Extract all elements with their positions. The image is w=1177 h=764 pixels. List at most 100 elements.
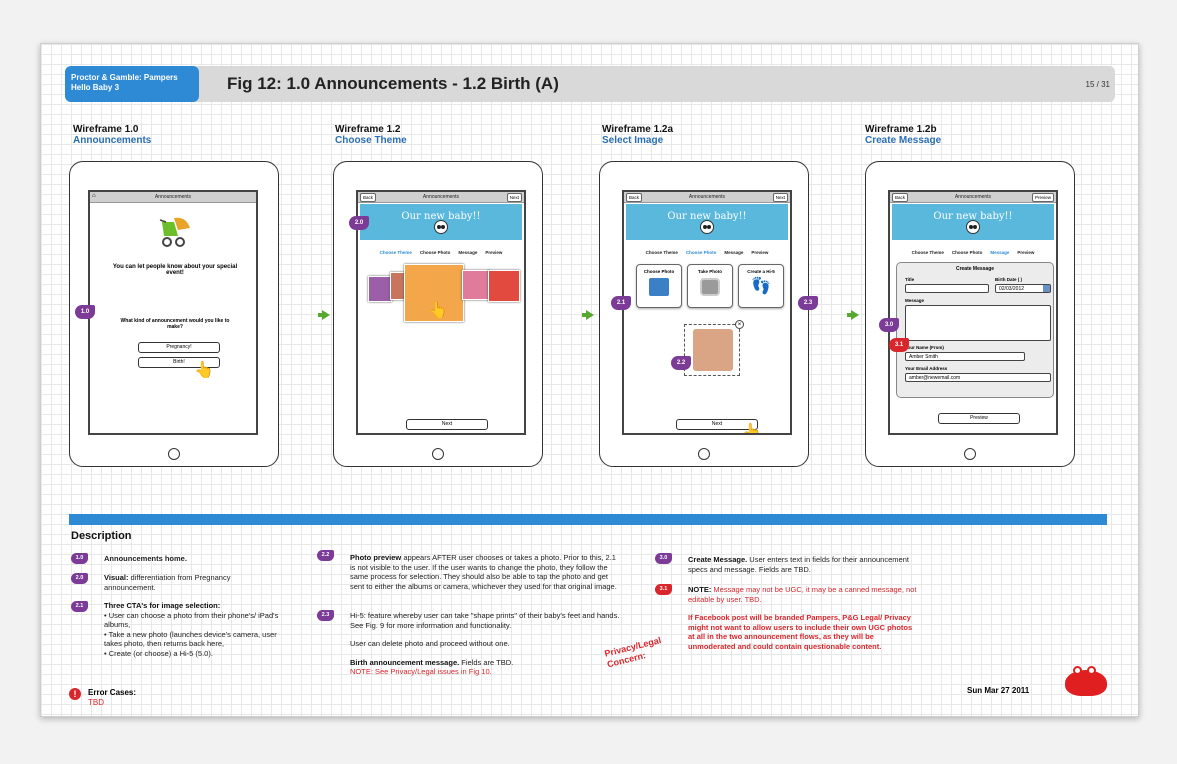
desc-callout-2-3: 2.3 [317,610,334,621]
home-button[interactable] [432,448,444,460]
desc-2-2: Photo preview appears AFTER user chooses… [350,553,620,591]
tab-choose-photo[interactable]: Choose Photo [952,250,983,255]
footprints-icon: 👣 [739,276,783,296]
name-label: Your Name (From) [905,345,944,350]
screen-announcements: Announcements ⌂ You can let people know … [88,190,258,435]
desc-3-0: Create Message. User enters text in fiel… [688,555,918,574]
message-label: Message [905,298,924,303]
birth-date-label: Birth Date ( ) [995,277,1022,282]
tab-message[interactable]: Message [990,250,1009,255]
back-button[interactable]: Back [626,193,642,202]
tab-preview[interactable]: Preview [485,250,502,255]
title-bar [65,66,1115,102]
callout-1-0: 1.0 [75,305,95,319]
tablet-wireframe-3: Announcements Back Next Our new baby!! C… [599,161,809,467]
close-icon[interactable]: × [735,320,744,329]
home-button[interactable] [698,448,710,460]
callout-2-0: 2.0 [349,216,369,230]
section-divider [69,514,1107,525]
panda-icon [434,220,448,234]
callout-3-0: 3.0 [879,318,899,332]
tab-choose-photo[interactable]: Choose Photo [420,250,451,255]
desc-callout-2-2: 2.2 [317,550,334,561]
announcement-question: What kind of announcement would you like… [120,318,230,330]
choose-photo-button[interactable]: Choose Photo [636,264,682,308]
desc-callout-3-0: 3.0 [655,553,672,564]
desc-2-1: Three CTA's for image selection: • User … [104,601,284,658]
message-textarea[interactable] [905,305,1051,341]
nav-bar: Announcements [624,192,790,203]
theme-thumb-4[interactable] [488,270,520,302]
photos-icon [649,278,669,296]
document-page: Proctor & Gamble: Pampers Hello Baby 3 F… [40,43,1139,717]
flow-arrow-icon [851,310,859,320]
screen-select-image: Announcements Back Next Our new baby!! C… [622,190,792,435]
email-input[interactable]: amber@newemail.com [905,373,1051,382]
preview-button[interactable]: Preview [938,413,1020,424]
home-icon[interactable]: ⌂ [92,193,96,199]
callout-2-1: 2.1 [611,296,631,310]
tab-message[interactable]: Message [458,250,477,255]
home-button[interactable] [168,448,180,460]
tab-message[interactable]: Message [724,250,743,255]
photo-preview[interactable]: × [684,324,740,376]
wireframe-label-4: Wireframe 1.2b Create Message [865,124,941,146]
error-cases-value: TBD [88,698,104,707]
take-photo-button[interactable]: Take Photo [687,264,733,308]
home-button[interactable] [964,448,976,460]
tab-preview[interactable]: Preview [751,250,768,255]
back-button[interactable]: Back [360,193,376,202]
announcement-headline: You can let people know about your speci… [110,264,240,276]
stroller-icon [156,214,196,252]
preview-nav-button[interactable]: Preview [1032,193,1054,202]
title-label: Title [905,277,914,282]
create-hi5-button[interactable]: Create a Hi-5 👣 [738,264,784,308]
desc-callout-1-0: 1.0 [71,553,88,564]
pregnancy-button[interactable]: Pregnancy! [138,342,220,353]
callout-2-3: 2.3 [798,296,818,310]
tab-choose-theme[interactable]: Choose Theme [380,250,412,255]
desc-callout-2-1: 2.1 [71,601,88,612]
next-nav-button[interactable]: Next [507,193,522,202]
nav-bar: Announcements [90,192,256,203]
camera-icon [700,278,720,296]
baby-photo [693,329,733,371]
wireframe-label-1: Wireframe 1.0 Announcements [73,124,151,146]
figure-title: Fig 12: 1.0 Announcements - 1.2 Birth (A… [227,74,559,94]
next-button[interactable]: Next [406,419,488,430]
email-label: Your Email Address [905,366,947,371]
callout-3-1: 3.1 [889,338,909,352]
step-tabs: Choose Theme Choose Photo Message Preview [624,250,790,255]
name-input[interactable]: Amber Smith [905,352,1025,361]
nav-bar: Announcements [358,192,524,203]
desc-callout-3-1: 3.1 [655,584,672,595]
frog-logo-icon [1065,670,1107,696]
desc-1-0: Announcements home. [104,554,284,564]
client-name: Proctor & Gamble: Pampers [71,73,193,83]
project-name: Hello Baby 3 [71,83,193,93]
title-input[interactable] [905,284,989,293]
tab-preview[interactable]: Preview [1017,250,1034,255]
wireframe-label-3: Wireframe 1.2a Select Image [602,124,673,146]
tab-choose-theme[interactable]: Choose Theme [912,250,944,255]
tablet-wireframe-4: Announcements Back Preview Our new baby!… [865,161,1075,467]
calendar-icon[interactable] [1043,285,1050,292]
tablet-wireframe-2: Announcements Back Next Our new baby!! C… [333,161,543,467]
tablet-wireframe-1: Announcements ⌂ You can let people know … [69,161,279,467]
callout-2-2: 2.2 [671,356,691,370]
description-heading: Description [71,530,132,542]
theme-thumb-3[interactable] [462,270,490,300]
step-tabs: Choose Theme Choose Photo Message Preview [890,250,1056,255]
document-date: Sun Mar 27 2011 [967,686,1029,695]
hand-pointer-icon: 👆 [742,422,762,435]
next-nav-button[interactable]: Next [773,193,788,202]
back-button[interactable]: Back [892,193,908,202]
wireframe-label-2: Wireframe 1.2 Choose Theme [335,124,407,146]
theme-thumb-1[interactable] [368,276,392,302]
hand-pointer-icon: 👆 [428,300,448,320]
hand-pointer-icon: 👆 [194,360,214,380]
desc-2-3: Hi-5: feature whereby user can take "sha… [350,611,620,677]
panda-icon [700,220,714,234]
tab-choose-photo[interactable]: Choose Photo [686,250,717,255]
tab-choose-theme[interactable]: Choose Theme [646,250,678,255]
